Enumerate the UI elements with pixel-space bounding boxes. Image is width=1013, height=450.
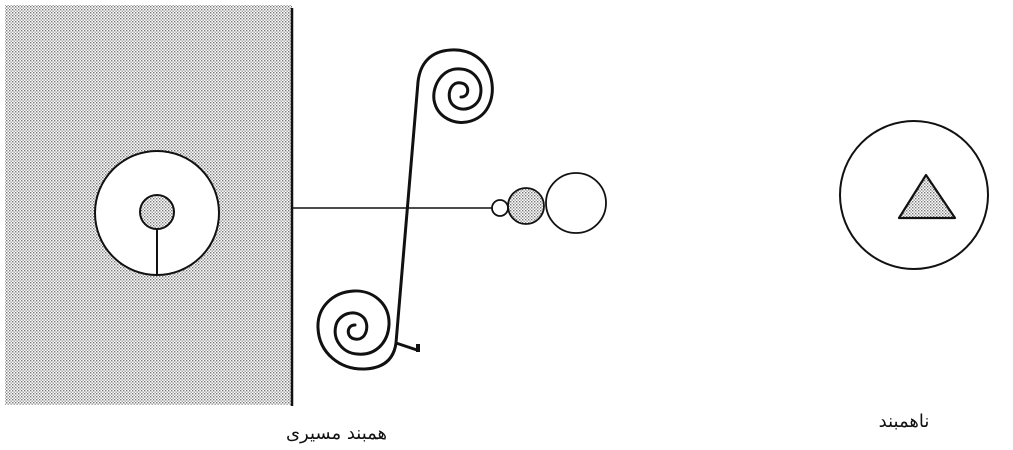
large-circle: [546, 173, 606, 233]
disconnected-figure: [840, 121, 988, 269]
upper-spiral: [418, 50, 492, 123]
long-stroke: [396, 82, 418, 343]
small-circle: [492, 200, 508, 216]
caption-path-connected: همبند مسیری: [284, 425, 389, 443]
tail-stroke: [396, 343, 417, 350]
annulus-with-slit: [95, 151, 219, 275]
lower-spiral: [318, 291, 396, 369]
inner-hole: [140, 195, 174, 229]
tail-mark: [416, 344, 420, 352]
touching-circles: [492, 173, 606, 233]
caption-disconnected: ناهمبند: [864, 413, 944, 431]
shaded-circle: [508, 188, 544, 224]
spiral-curve: [318, 50, 492, 369]
